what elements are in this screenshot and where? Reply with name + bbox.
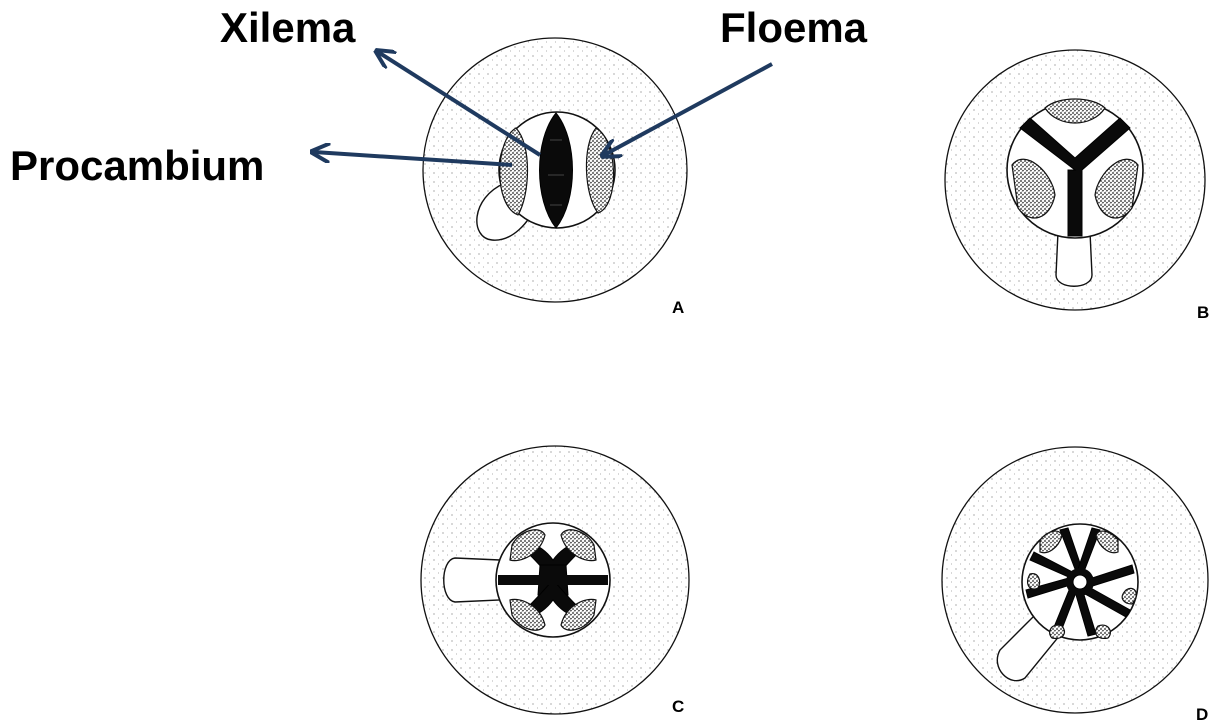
panel-c-letter: C [672,697,684,716]
panel-b-pericycle-loop [1056,232,1092,286]
panel-a-letter: A [672,298,684,317]
panel-c: C [421,446,689,716]
panel-c-xylem-horizontal [498,575,608,585]
panel-b: B [945,50,1209,322]
panel-d-letter: D [1196,705,1208,724]
phloem-label: Floema [720,4,868,51]
procambium-label: Procambium [10,142,264,189]
xylem-label: Xilema [220,4,356,51]
panel-d-phloem-6 [1028,574,1040,589]
panel-d-phloem-4 [1096,625,1111,638]
panel-b-letter: B [1197,303,1209,322]
panel-d: D [942,447,1208,724]
annotations: Xilema Floema Procambium [10,4,868,189]
panel-c-pericycle-loop [444,558,500,602]
panel-d-phloem-5 [1050,625,1065,638]
panel-a: A [423,38,687,317]
